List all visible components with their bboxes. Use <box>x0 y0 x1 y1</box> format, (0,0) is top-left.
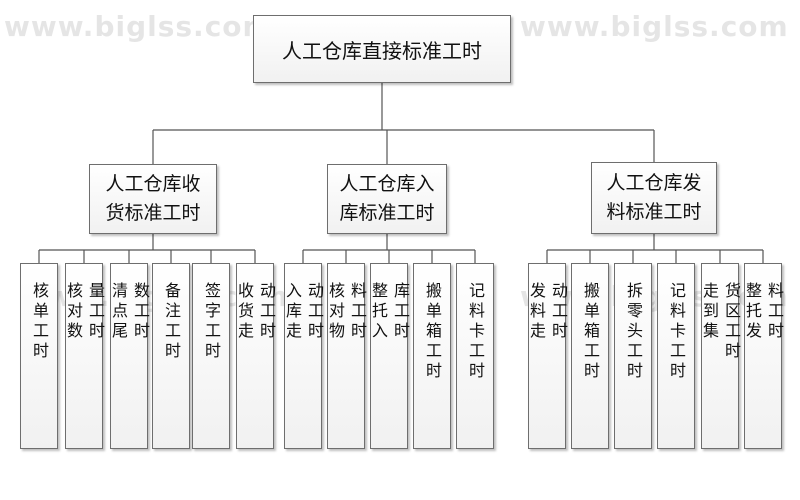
leaf-node-text: 入库走 <box>283 282 302 342</box>
leaf-node: 核单工时 <box>20 263 58 449</box>
leaf-node: 整托入库工时 <box>369 263 410 449</box>
leaf-node-text: 核对物 <box>326 282 345 342</box>
watermark-text: www.biglss.com <box>520 10 789 43</box>
leaf-node-text: 走到集 <box>700 282 719 342</box>
leaf-node-text: 搬单箱工时 <box>423 282 442 382</box>
leaf-node-text: 搬单箱工时 <box>581 282 600 382</box>
leaf-node-text: 签字工时 <box>202 282 221 362</box>
leaf-node: 清点尾数工时 <box>109 263 150 449</box>
leaf-node-text: 发料走 <box>527 282 546 342</box>
root-node-label: 人工仓库直接标准工时 <box>282 38 482 63</box>
leaf-node: 搬单箱工时 <box>413 263 451 449</box>
leaf-node: 拆零头工时 <box>614 263 652 449</box>
group-node-line: 料标准工时 <box>606 201 702 223</box>
group-node-line: 人工仓库入 <box>339 173 435 195</box>
leaf-node-text: 料工时 <box>765 282 784 342</box>
leaf-node: 走到集货区工时 <box>700 263 741 449</box>
leaf-node-text: 记料卡工时 <box>466 282 485 382</box>
group-node-line: 货标准工时 <box>105 202 201 224</box>
leaf-node-text: 库工时 <box>391 282 410 342</box>
leaf-node-text: 整托发 <box>743 282 762 342</box>
leaf-node-text: 拆零头工时 <box>624 282 643 382</box>
leaf-node-text: 动工时 <box>257 282 276 342</box>
group-node-line: 人工仓库收 <box>105 173 201 195</box>
leaf-node: 核对数量工时 <box>64 263 105 449</box>
leaf-node: 签字工时 <box>192 263 230 449</box>
leaf-node-text: 料工时 <box>348 282 367 342</box>
leaf-node-text: 收货走 <box>235 282 254 342</box>
group-node-receiving: 人工仓库收 货标准工时 <box>89 164 217 234</box>
leaf-node: 核对物料工时 <box>326 263 367 449</box>
leaf-node-text: 货区工时 <box>722 282 741 362</box>
group-node-issuing: 人工仓库发 料标准工时 <box>591 162 717 234</box>
leaf-node: 收货走动工时 <box>235 263 276 449</box>
leaf-node: 发料走动工时 <box>527 263 568 449</box>
root-node: 人工仓库直接标准工时 <box>253 15 511 83</box>
leaf-node-text: 量工时 <box>86 282 105 342</box>
leaf-node: 整托发料工时 <box>743 263 784 449</box>
leaf-node: 记料卡工时 <box>657 263 695 449</box>
leaf-node-text: 动工时 <box>549 282 568 342</box>
group-node-line: 库标准工时 <box>339 202 435 224</box>
leaf-node: 记料卡工时 <box>456 263 494 449</box>
leaf-node-text: 动工时 <box>305 282 324 342</box>
leaf-node: 入库走动工时 <box>283 263 324 449</box>
leaf-node-text: 数工时 <box>131 282 150 342</box>
leaf-node-text: 核对数 <box>64 282 83 342</box>
leaf-node: 备注工时 <box>152 263 190 449</box>
leaf-node: 搬单箱工时 <box>571 263 609 449</box>
leaf-node-text: 清点尾 <box>109 282 128 342</box>
group-node-inbound: 人工仓库入 库标准工时 <box>327 164 447 234</box>
group-node-line: 人工仓库发 <box>606 172 702 194</box>
leaf-node-text: 核单工时 <box>30 282 49 362</box>
leaf-node-text: 记料卡工时 <box>667 282 686 382</box>
watermark-text: www.biglss.com <box>4 10 273 43</box>
leaf-node-text: 备注工时 <box>162 282 181 362</box>
leaf-node-text: 整托入 <box>369 282 388 342</box>
